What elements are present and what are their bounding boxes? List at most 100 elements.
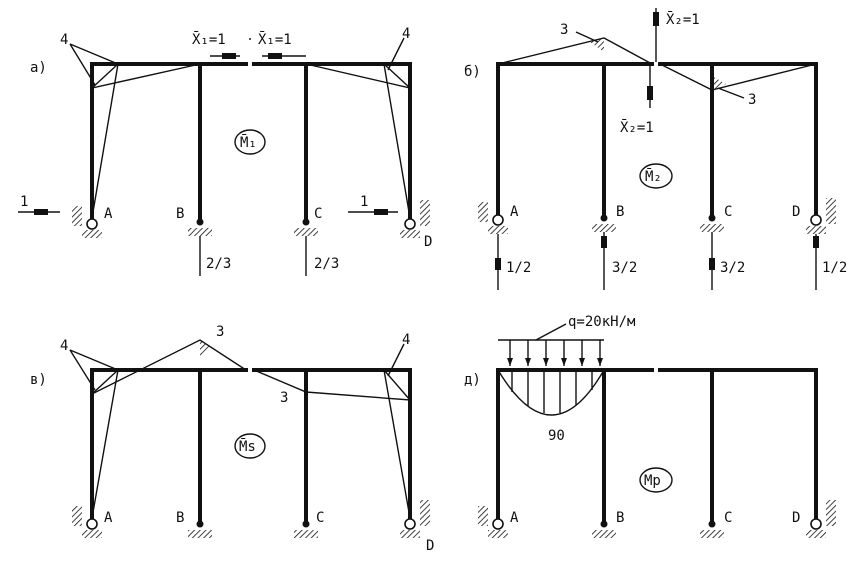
- panel-a-annot-4-right: 4: [402, 26, 410, 42]
- panel-b-val-d: 1/2: [822, 260, 847, 276]
- panel-b-support-a-label: A: [510, 204, 519, 220]
- panel-b-moment-left-hatch: [590, 38, 604, 52]
- panel-c-annot-4-left: 4: [60, 338, 68, 354]
- panel-a-force-left-head: [34, 209, 48, 215]
- panel-c-support-b: [188, 520, 212, 538]
- panel-b-support-c: [700, 214, 724, 290]
- panel-b-circle: [639, 163, 673, 189]
- panel-d-support-a: [478, 506, 508, 538]
- panel-a-support-d: [400, 200, 430, 238]
- panel-b: б) 3 3 X̄₂=1 X̄₂=1 M̄₂ A 1/2: [464, 8, 847, 290]
- panel-d-support-c-label: C: [724, 510, 732, 526]
- panel-a-support-d-label: D: [424, 234, 432, 250]
- panel-d-circle-label: Mp: [644, 473, 661, 489]
- panel-d-support-b-label: B: [616, 510, 624, 526]
- panel-b-annot-3-right: 3: [748, 92, 756, 108]
- panel-a-moment-right-beam: [305, 63, 411, 89]
- panel-a-force-right-head: [374, 209, 388, 215]
- panel-d-circle: [639, 467, 673, 493]
- panel-d-moment-ordinates: [511, 370, 593, 413]
- panel-a-moment-left-beam: [91, 63, 201, 89]
- panel-c-leader-4c: [387, 343, 405, 377]
- panel-d-moment-parabola: [497, 369, 605, 416]
- panel-d-distributed-load: [498, 339, 604, 366]
- panel-a-circle: [234, 129, 266, 155]
- panel-c-circle: [234, 433, 266, 459]
- panel-a: а) 4 4 X̄₁=1 X̄₁=1 M̄₁ 1 1: [18, 26, 432, 276]
- panel-d: д) q=20кН/м: [464, 314, 836, 538]
- panel-c-support-d: [400, 500, 430, 538]
- panel-a-support-c-label: C: [314, 206, 322, 222]
- panel-d-support-d: [806, 500, 836, 538]
- panel-b-circle-label: M̄₂: [645, 167, 662, 185]
- panel-b-val-b: 3/2: [612, 260, 637, 276]
- panel-a-support-a-label: A: [104, 206, 113, 222]
- panel-a-support-b-label: B: [176, 206, 184, 222]
- panel-c-support-b-label: B: [176, 510, 184, 526]
- panel-b-support-c-label: C: [724, 204, 732, 220]
- panel-a-val-c: 2/3: [314, 256, 339, 272]
- panel-d-left-frame: [496, 368, 654, 520]
- panel-d-load-leader: [535, 323, 567, 341]
- panel-a-x1-arrowhead-right: [268, 53, 282, 59]
- panel-a-force-right: 1: [360, 194, 368, 210]
- panel-b-val-a: 1/2: [506, 260, 531, 276]
- panel-c-support-a-label: A: [104, 510, 113, 526]
- panel-d-load-label: q=20кН/м: [568, 314, 636, 330]
- panel-b-x2-top: X̄₂=1: [666, 10, 700, 28]
- panel-a-support-b: [188, 218, 212, 276]
- panel-a-support-c: [294, 218, 318, 276]
- panel-a-left-frame: [90, 62, 248, 220]
- panel-a-force-left: 1: [20, 194, 28, 210]
- panel-b-left-frame: [496, 62, 654, 216]
- panel-b-support-b-label: B: [616, 204, 624, 220]
- panel-c-annot-3-beam: 3: [280, 390, 288, 406]
- panel-c-support-c-label: C: [316, 510, 324, 526]
- panel-c-moment-left-beam: [91, 339, 247, 396]
- panel-a-annot-4-left: 4: [60, 32, 68, 48]
- panel-b-support-a: [478, 202, 508, 290]
- panel-c-moment-hatch: [200, 340, 212, 358]
- panel-b-moment-left: [497, 37, 653, 65]
- panel-c-circle-label: M̄s: [239, 437, 256, 455]
- panel-a-x1-right: X̄₁=1: [258, 30, 292, 48]
- panel-a-x1-left: X̄₁=1: [192, 30, 226, 48]
- panel-b-val-c: 3/2: [720, 260, 745, 276]
- panel-c-moment-right-column: [382, 367, 411, 519]
- panel-a-moment-right-column: [382, 62, 411, 219]
- panel-a-leader-4c: [387, 37, 405, 71]
- panel-d-right-frame: [658, 368, 818, 520]
- panel-b-leader-3-left: [575, 31, 599, 43]
- panel-c-left-frame: [90, 368, 248, 520]
- panel-b-support-d: [806, 198, 836, 290]
- panel-b-x2-bottom: X̄₂=1: [620, 118, 654, 136]
- panel-a-leader-4b: [69, 43, 119, 65]
- panel-c-moment-right-beam: [253, 369, 411, 401]
- panel-d-support-b: [592, 520, 616, 538]
- panel-d-support-c: [700, 520, 724, 538]
- panel-b-moment-right-hatch: [712, 76, 726, 90]
- panel-c: в) 4 4 3 3 M̄s A B: [30, 324, 434, 554]
- panel-d-support-d-label: D: [792, 510, 800, 526]
- panel-b-letter: б): [464, 64, 481, 80]
- panel-c-right-frame: [252, 368, 412, 520]
- panel-c-annot-4-right: 4: [402, 332, 410, 348]
- panel-c-annot-3-top: 3: [216, 324, 224, 340]
- panel-a-circle-label: M̄₁: [240, 133, 257, 151]
- panel-b-right-frame: [658, 62, 818, 216]
- panel-b-moment-right: [659, 63, 817, 91]
- panel-b-support-b: [592, 214, 616, 290]
- panel-b-x2-arrowhead-top: [653, 12, 659, 26]
- panel-b-support-d-label: D: [792, 204, 800, 220]
- panel-d-support-a-label: A: [510, 510, 519, 526]
- panel-a-val-b: 2/3: [206, 256, 231, 272]
- panel-b-x2-arrowhead-bottom: [647, 86, 653, 100]
- panel-d-letter: д): [464, 372, 481, 388]
- panel-a-x1-arrowhead-left: [222, 53, 236, 59]
- panel-a-letter: а): [30, 60, 47, 76]
- panel-b-leader-3-right: [717, 87, 745, 99]
- panel-c-leader-4a: [69, 349, 96, 391]
- panel-c-letter: в): [30, 372, 47, 388]
- panel-a-leader-4a: [69, 43, 96, 86]
